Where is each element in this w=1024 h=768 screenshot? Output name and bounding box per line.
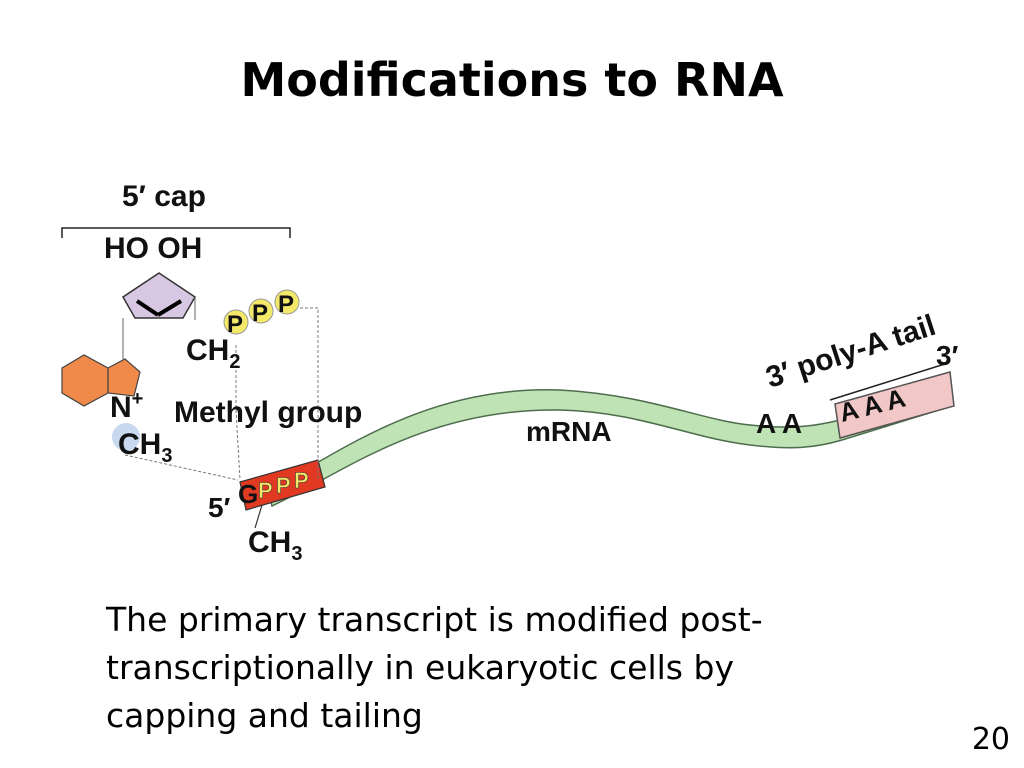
sugar-bond (156, 299, 183, 317)
methyl-group-label: Methyl group (174, 396, 362, 429)
caption: The primary transcript is modified post-… (106, 596, 926, 740)
cap-phosphate-label: P (294, 468, 309, 493)
mrna-label: mRNA (526, 416, 612, 447)
ch3-cap-label: CH3 (248, 526, 302, 565)
methyl-highlight (112, 423, 140, 451)
guanine-base (61, 354, 109, 407)
three-prime-label: 3′ (936, 340, 959, 371)
cap-phosphate-label: P (258, 478, 273, 503)
connector-line (124, 454, 239, 481)
poly-a-tail-segment (834, 371, 955, 439)
ribose-sugar (122, 272, 196, 319)
phosphate-group: P P P (223, 289, 300, 338)
five-prime-label: 5′ (208, 492, 231, 523)
sugar-bond (135, 299, 160, 317)
ch2-label: CH2 (186, 334, 240, 373)
cap-g-label: G (238, 479, 258, 509)
ch3-label: CH3 (118, 428, 172, 467)
guanine-base (107, 358, 141, 397)
caption-line: transcriptionally in eukaryotic cells by (106, 648, 734, 687)
phosphate-label: P (227, 311, 243, 338)
connector-line (300, 307, 319, 480)
rna-modification-diagram: 5′ cap HO OH CH2 P P P N+ Methyl group C… (61, 180, 959, 565)
ho-oh-label: HO OH (104, 232, 202, 265)
aa-label: A A (756, 408, 802, 439)
n-plus-label: N+ (110, 388, 143, 424)
phosphate-circle (223, 309, 249, 335)
cap-label: 5′ cap (122, 180, 206, 213)
slide-title: Modifications to RNA (240, 53, 784, 107)
phosphate-circle (248, 298, 274, 324)
caption-line: capping and tailing (106, 696, 423, 735)
cap-phosphate-label: P (276, 473, 291, 498)
cap-bracket (61, 227, 291, 238)
cap-region (239, 459, 326, 511)
connector-line (235, 345, 241, 481)
phosphate-label: P (252, 300, 268, 327)
connector-line (254, 504, 263, 529)
phosphate-circle (274, 289, 300, 315)
slide-number: 20 (971, 722, 1010, 757)
caption-line: The primary transcript is modified post- (106, 600, 763, 639)
tail-bracket (829, 362, 949, 401)
phosphate-label: P (278, 291, 294, 318)
